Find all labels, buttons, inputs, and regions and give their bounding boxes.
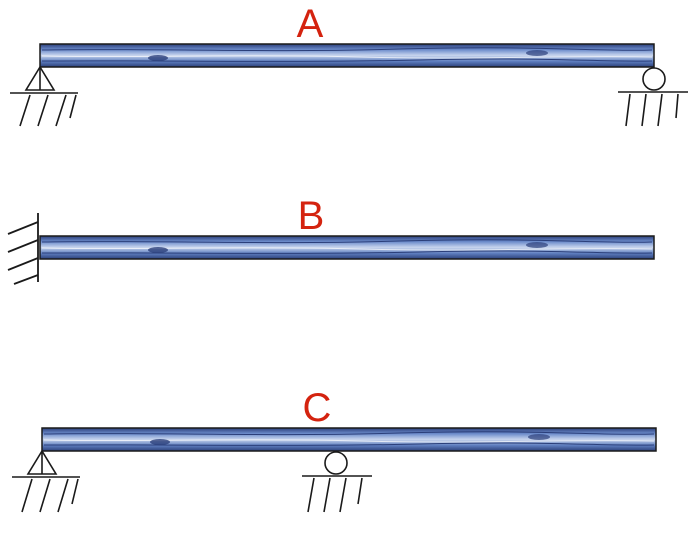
- beam-a-assembly: [10, 43, 688, 127]
- beam-c: [41, 427, 657, 452]
- pin-support-c: [12, 449, 80, 513]
- beam-b-assembly: [7, 213, 655, 285]
- beam-b: [39, 235, 655, 260]
- beam-label-c: C: [302, 386, 332, 430]
- pin-support-a: [10, 65, 78, 127]
- beam-a: [39, 43, 655, 68]
- beam-label-b: B: [297, 194, 325, 238]
- beam-c-assembly: [12, 427, 657, 513]
- roller-support-a: [618, 67, 688, 127]
- roller-support-c: [302, 451, 372, 513]
- fixed-support-b: [7, 213, 39, 285]
- beam-label-a: A: [296, 2, 324, 46]
